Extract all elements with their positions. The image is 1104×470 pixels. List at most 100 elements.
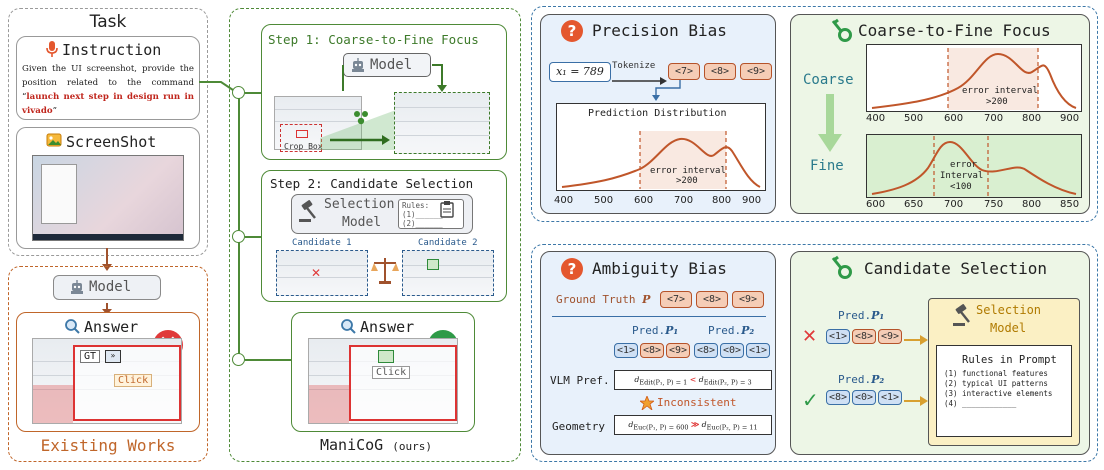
junction-1 [232,86,245,99]
precision-title: Precision Bias [592,21,727,40]
tick: 700 [674,195,694,206]
cand-wrong-icon: ✕ [802,326,818,347]
tick: 650 [904,199,924,210]
tick: 800 [1022,113,1042,124]
rule-item: (4) ____________ [944,399,1017,408]
existing-gt-label: GT [80,350,101,363]
tick: 700 [984,113,1004,124]
precision-ticks: 400 500 600 700 800 900 [548,195,776,209]
task-title: Task [89,12,127,32]
geom-right: Euc(P₂, P) = 11 [706,423,758,432]
question-icon: ? [561,20,583,42]
vlm-d1: d [634,375,640,384]
selection-model-l1: Selection [324,197,395,212]
key-icon [829,17,853,43]
candidate-selection-title: Candidate Selection [864,259,1048,278]
ground-truth-var: P [642,293,651,306]
geom-d1: d [628,420,634,429]
magnifier-icon [340,318,356,334]
vlm-lt: < [689,375,697,384]
fine-error-l1: error [950,160,978,170]
precision-chart [561,131,761,189]
amb-pred1-var: P₁ [665,324,679,337]
tick: 700 [944,199,964,210]
rules-prompt-box [936,345,1072,437]
existing-model-box [53,275,161,300]
microphone-icon [44,40,60,58]
key-icon [829,254,853,280]
rule-item: (3) interactive elements [944,389,1053,398]
manicog-panel [229,8,521,462]
crop-box-label: Crop Box [284,142,323,151]
crop-box-marker [296,130,308,138]
flow-spine [238,92,240,360]
cand-pred1-label: Pred.P₁ [838,309,884,322]
screenshot-title: ScreenShot [66,133,157,151]
ui-row [403,277,493,278]
ambiguity-divider [552,316,766,317]
question-icon: ? [561,258,583,280]
precision-error-value: >200 [676,176,698,186]
ground-truth-text: Ground Truth [556,293,636,306]
step2-title: Step 2: Candidate Selection [270,176,474,191]
gavel-icon [298,199,320,223]
magnifier-icon [64,318,80,334]
coarse-label: Coarse [803,72,854,88]
step1-title: Step 1: Coarse-to-Fine Focus [268,32,479,47]
precision-error-label: error interval [650,166,726,176]
manicog-correct-target [378,350,394,363]
rules-item-1: (1)______ [402,210,443,219]
amb-p1-token-9: <9> [666,343,690,358]
zoom-arrow [320,110,396,150]
candidate1-label: Candidate 1 [292,238,352,248]
cand-p2-token-1: <1> [878,390,902,405]
instruction-command: launch next step in design run in vivado [22,92,194,116]
manicog-footer: ManiCoG (ours) [320,436,432,454]
cand-sel-l1: Selection [976,303,1042,317]
tick: 400 [866,113,886,124]
ui-row [395,107,489,108]
tokenize-label: Tokenize [612,61,656,71]
amb-p1-token-1: <1> [614,343,638,358]
zoom-overlay [349,345,457,421]
clipboard-icon [440,200,454,218]
tick: 500 [904,113,924,124]
cand-pred2-label: Pred.P₂ [838,373,884,386]
coarse-curve [871,52,1077,109]
geometry-label: Geometry [552,420,605,433]
existing-footer: Existing Works [40,436,176,455]
balance-scale-icon [370,255,400,285]
existing-answer-title: Answer [84,318,139,336]
geom-left: Euc(P₁, P) = 600 [633,423,689,432]
vlm-left: Edit(P₁, P) = 1 [639,378,688,387]
rules-item-2: (2)______ [402,219,443,228]
tick: 600 [866,199,886,210]
desktop-screenshot [32,155,184,241]
cand-p2-token-0: <0> [852,390,876,405]
precision-error-band [640,131,726,189]
fine-curve [871,140,1077,195]
cand-p2-arrow [904,392,928,406]
fine-label: Fine [810,158,844,174]
crop-scissors-icon [352,110,370,126]
amb-p2-token-0: <0> [720,343,744,358]
flow-branch-3 [245,359,291,361]
precision-chart-frame [556,103,766,191]
tick: 900 [742,195,762,206]
junction-2 [232,230,245,243]
candidate2-screenshot [402,250,494,296]
inconsistent-label: Inconsistent [657,396,737,409]
app-window [41,164,77,224]
ui-row [275,109,361,110]
cand-pred2-text: Pred. [838,373,872,386]
precision-token-7: <7> [668,63,700,80]
rules-label: Rules: [402,201,430,210]
fine-error-value: <100 [950,182,972,192]
instruction-text: Given the UI screenshot, provide the pos… [22,62,194,118]
cand-pred2-var: P₂ [871,373,885,386]
candidate1-screenshot: ✕ [276,250,368,296]
tick: 500 [594,195,614,206]
taskbar [33,234,183,240]
existing-click-label: Click [114,374,153,387]
tick: 400 [554,195,574,206]
